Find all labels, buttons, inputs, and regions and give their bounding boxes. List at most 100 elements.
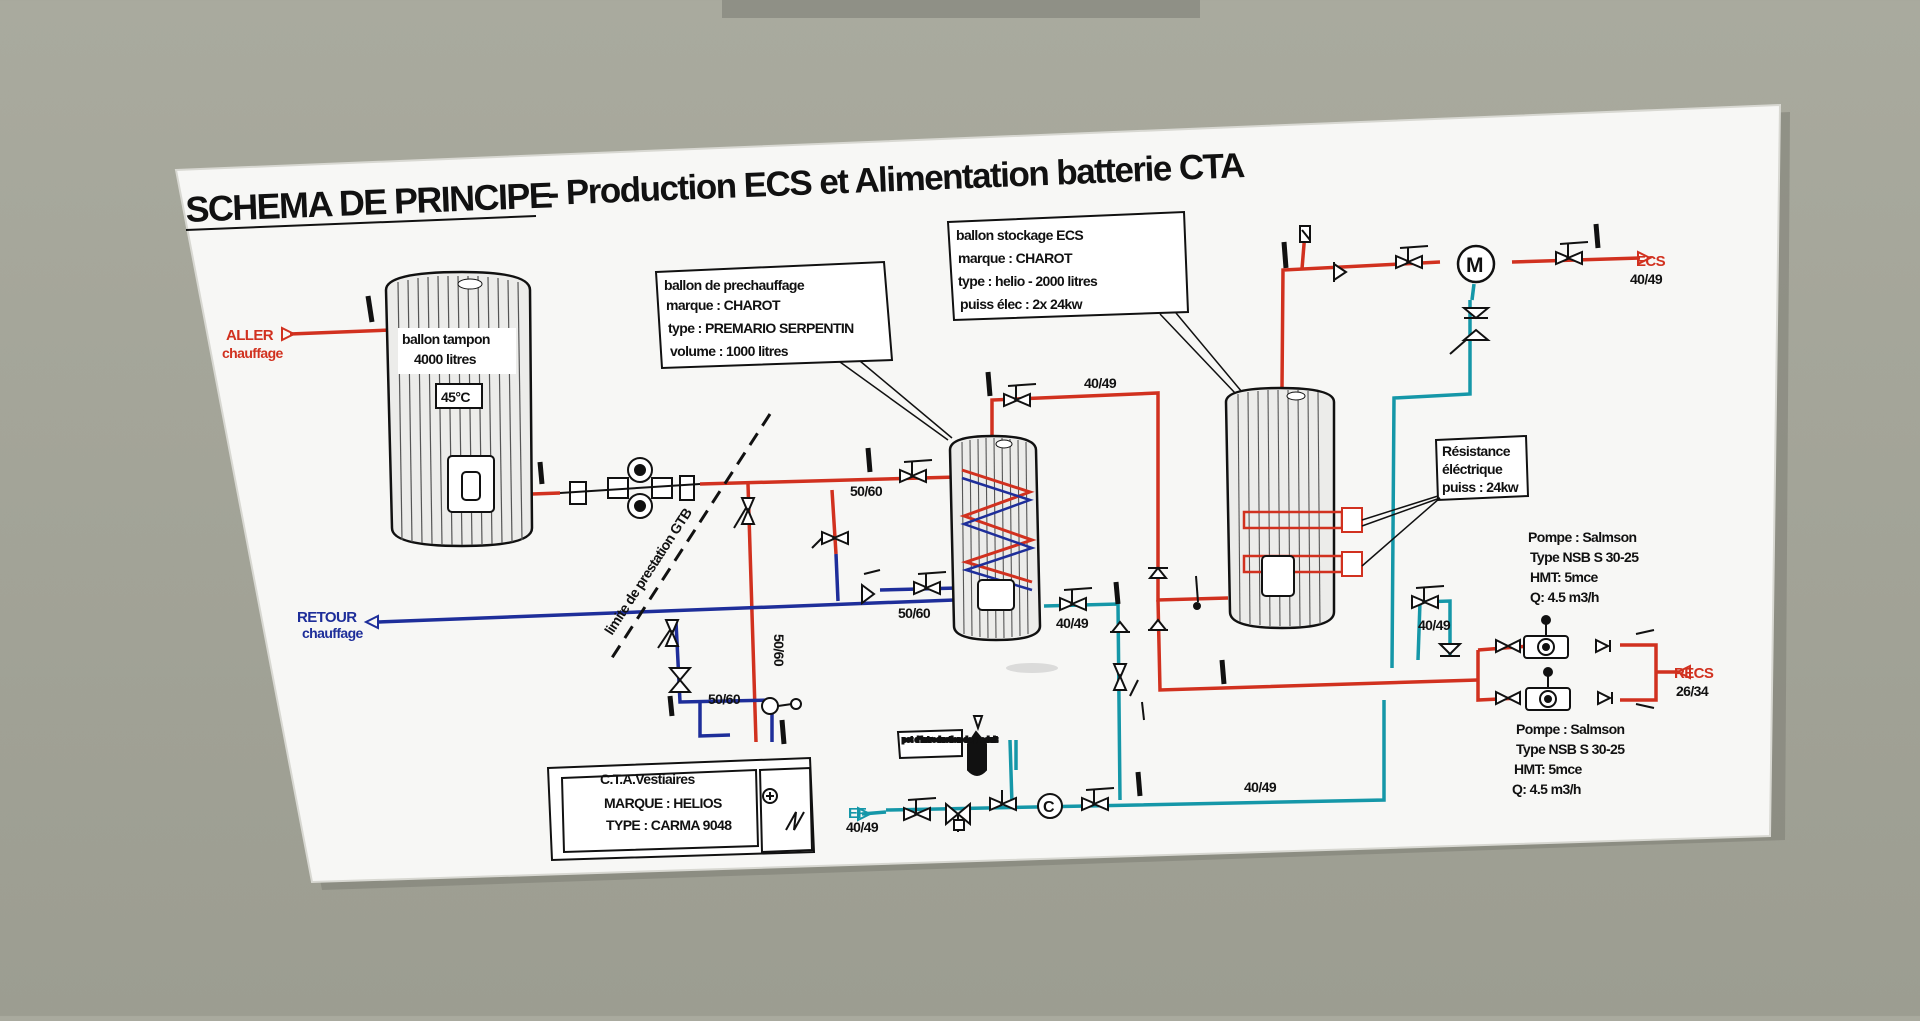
cta-type: TYPE : CARMA 9048: [606, 817, 732, 833]
size-label-8: 40/49: [1244, 779, 1277, 795]
cta-unit: C.T.A.Vestiaires MARQUE : HELIOS TYPE : …: [546, 756, 816, 862]
prechauffage-volume: volume : 1000 litres: [670, 343, 789, 359]
check-valve-storage: [1333, 262, 1348, 282]
sensor-top-preheat: [985, 371, 993, 397]
counter-label: C: [1043, 799, 1055, 816]
pipe-ef-in: [861, 810, 887, 816]
resistance-type: éléctrique: [1442, 461, 1503, 477]
valves: [365, 223, 1601, 745]
motor-label: M: [1466, 254, 1484, 277]
valve-tampon-sensor: [537, 461, 545, 485]
sensor-ef: [1135, 771, 1143, 797]
title-underline: [185, 215, 537, 231]
pump-spec-bottom: Pompe : Salmson Type NSB S 30-25 HMT: 5m…: [1512, 721, 1626, 797]
circulator-pumps-primary: [559, 457, 701, 519]
pipe-preheat-to-storage: [990, 391, 1229, 602]
ecs-label: ECS: [1636, 253, 1666, 270]
pump-bottom-type: Type NSB S 30-25: [1516, 741, 1625, 757]
valve-ef-3: [1081, 787, 1115, 812]
wall-bracket: [722, 0, 1200, 18]
pipe-bypass-blue: [834, 553, 840, 602]
aller-label: ALLER: [226, 327, 274, 344]
stockage-power: puiss élec : 2x 24kw: [960, 296, 1083, 312]
ballon-prechauffage: [948, 434, 1042, 642]
pipe-recirc-teal: [1390, 300, 1472, 669]
retour-sub-label: chauffage: [302, 625, 364, 641]
recs-value: 26/34: [1676, 683, 1709, 699]
valve-middle-teal: [1112, 663, 1139, 697]
valve-cta-return: [667, 667, 693, 693]
ballon-tampon: ballon tampon 4000 litres 45°C: [384, 270, 534, 548]
pump-spec-top: Pompe : Salmson Type NSB S 30-25 HMT: 5m…: [1528, 529, 1640, 605]
recirculation-pumps: [1495, 615, 1655, 711]
valve-cta-mix: [761, 697, 802, 715]
aller-arrow: [281, 326, 297, 342]
recs-label: RECS: [1674, 665, 1714, 682]
valve-top-storage: [1003, 383, 1037, 408]
filter-ef: [945, 801, 971, 832]
check-valves-middle: [1109, 566, 1169, 633]
aller-sub-label: chauffage: [222, 345, 284, 361]
valve-storage-vent: [1299, 225, 1311, 243]
ballon-stockage: [1224, 386, 1363, 630]
pump-bottom-flow: Q: 4.5 m3/h: [1512, 781, 1581, 797]
valve-storage-to-motor: [1395, 245, 1429, 270]
valve-preheat-return: [913, 571, 947, 596]
size-label-2: 50/60: [898, 605, 931, 621]
valve-gtb-left: [861, 569, 881, 605]
size-label-4: 50/60: [708, 691, 741, 707]
stockage-brand: marque : CHAROT: [958, 250, 1073, 266]
cta-fan-icon: [762, 788, 778, 804]
pipe-retour: [377, 595, 1033, 624]
cta-coil-icon: [785, 811, 805, 831]
callout-stockage: ballon stockage ECS marque : CHAROT type…: [946, 210, 1243, 395]
size-label-6: 40/49: [1056, 615, 1089, 631]
ef-label: EF: [848, 805, 866, 822]
check-valve-recirc: [1437, 643, 1463, 657]
ecs-value: 40/49: [1630, 271, 1663, 287]
degasser-label: pot d'introduction de produit: [902, 737, 998, 744]
pipe-cta-return-2: [698, 700, 731, 738]
pump-bottom-hmt: HMT: 5mce: [1514, 761, 1583, 777]
valve-bypass: [811, 530, 849, 549]
ef-value: 40/49: [846, 819, 879, 835]
pipe-cta-return: [674, 621, 774, 742]
degasser-pot: [967, 715, 987, 776]
water-meter: [1037, 793, 1063, 819]
sensor-50-60: [865, 447, 873, 473]
sensor-ecs: [1593, 223, 1601, 249]
size-label-3: 50/60: [771, 634, 787, 667]
board-smudge: [1006, 663, 1058, 673]
resistance-power: puiss : 24kw: [1442, 479, 1519, 495]
recs-arrow: [1675, 664, 1691, 680]
valve-motor-drop: [1449, 307, 1491, 355]
prechauffage-brand: marque : CHAROT: [666, 297, 781, 313]
pump-top-brand: Pompe : Salmson: [1528, 529, 1637, 545]
temperature-probe: [1193, 575, 1201, 610]
prechauffage-name: ballon de prechauffage: [664, 277, 805, 293]
valve-preheat-out: [1059, 587, 1093, 612]
ef-arrow: [857, 806, 873, 822]
cta-brand: MARQUE : HELIOS: [604, 795, 722, 811]
valve-retour-left: [657, 619, 680, 649]
stockage-name: ballon stockage ECS: [956, 227, 1083, 243]
valve-ef-1: [903, 797, 937, 822]
cold-water-inlet: pot d'introduction de produit C: [896, 715, 1143, 832]
size-label-5: 40/49: [1084, 375, 1117, 391]
valve-ecs-out: [1555, 241, 1589, 266]
recs-pump-top: [1495, 615, 1655, 659]
tampon-volume: 4000 litres: [414, 351, 477, 367]
sensor-middle: [1113, 581, 1227, 721]
pump-top-hmt: HMT: 5mce: [1530, 569, 1599, 585]
pipe-motor-drop: [1470, 283, 1476, 301]
motorised-valve: M: [1456, 244, 1496, 284]
pipe-bypass-red: [830, 489, 838, 555]
retour-label: RETOUR: [297, 609, 357, 626]
size-label-1: 50/60: [850, 483, 883, 499]
ecs-arrow: [1637, 250, 1653, 266]
pipe-degasser: [1008, 739, 1014, 805]
pipe-storage-out: [1280, 260, 1441, 389]
pump-bottom-brand: Pompe : Salmson: [1516, 721, 1625, 737]
gtb-boundary-line: [606, 413, 772, 665]
